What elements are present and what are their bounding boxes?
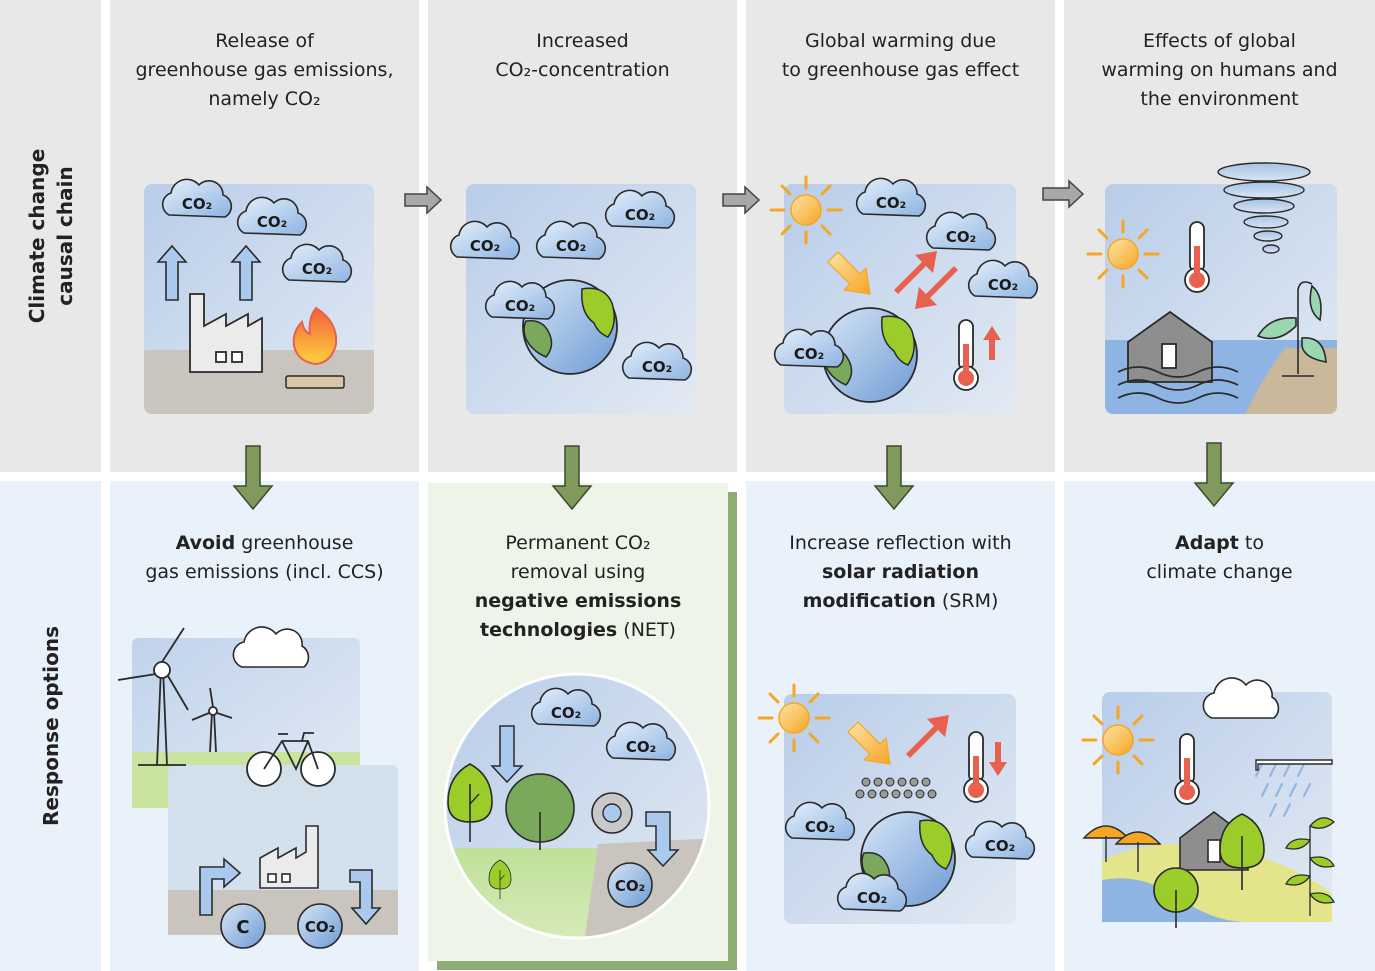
tornado-icon	[1217, 162, 1311, 254]
step-title: Increased CO₂-concentration	[495, 30, 670, 81]
recirculate-arrow-icon	[199, 857, 382, 926]
carbon-capture-icon	[220, 903, 343, 949]
reflected-heat-arrow-icon	[894, 251, 958, 309]
warming-illustration	[769, 175, 1039, 414]
rain-icon	[1255, 763, 1311, 817]
co2-label: CO₂	[305, 918, 335, 936]
net-illustration	[443, 672, 711, 940]
sunlight-arrow-icon	[827, 251, 871, 295]
co2-label: CO₂	[302, 260, 332, 278]
adapt-illustration	[1081, 677, 1336, 928]
avoid-illustration	[117, 626, 398, 949]
rising-temperature-arrow-icon	[983, 326, 1001, 360]
fire-icon	[285, 306, 345, 389]
particles-icon	[855, 777, 937, 799]
co2-label: CO₂	[642, 358, 672, 376]
wilted-plant-icon	[1256, 281, 1327, 377]
falling-temperature-arrow-icon	[989, 742, 1007, 776]
storage-arrow-icon	[645, 811, 680, 868]
response-options-label-cell: Response options	[0, 481, 101, 971]
co2-label: CO₂	[556, 237, 586, 255]
factory-icon	[189, 293, 263, 373]
release-illustration	[144, 178, 374, 414]
plant-icon	[1285, 817, 1336, 916]
co2-label: CO₂	[615, 877, 645, 895]
up-arrow-icon	[156, 244, 262, 301]
co2-label: CO₂	[794, 345, 824, 363]
co2-label: CO₂	[470, 237, 500, 255]
response-title: Permanent CO₂ removal using negative emi…	[474, 532, 682, 641]
factory-icon	[259, 825, 319, 889]
step-title: Effects of global warming on humans and …	[1101, 30, 1338, 110]
srm-illustration	[757, 683, 1036, 924]
flood-waves-icon	[1117, 366, 1239, 404]
tree-icon	[1219, 813, 1265, 890]
stored-co2-icon	[607, 862, 653, 908]
reflected-arrow-icon	[906, 715, 949, 758]
step-title: Global warming due to greenhouse gas eff…	[781, 30, 1020, 81]
sun-icon	[1081, 705, 1155, 775]
co2-label: CO₂	[857, 889, 887, 907]
sun-icon	[769, 175, 843, 245]
co2-label: CO₂	[805, 818, 835, 836]
wind-turbine-icon	[117, 627, 233, 766]
sunlight-arrow-icon	[847, 721, 891, 765]
co2-label: CO₂	[505, 297, 535, 315]
down-arrow-icon	[490, 725, 524, 784]
tree-icon	[505, 773, 575, 850]
filter-icon	[591, 792, 633, 834]
co2-label: CO₂	[988, 276, 1018, 294]
co2-label: CO₂	[257, 213, 287, 231]
co2-label: CO₂	[626, 738, 656, 756]
cloud-icon	[1202, 677, 1280, 719]
sprinkler-icon	[1255, 759, 1333, 771]
co2-label: CO₂	[876, 194, 906, 212]
tree-icon	[1153, 867, 1199, 928]
sun-icon	[757, 683, 831, 753]
sun-icon	[1086, 219, 1160, 289]
concentration-illustration	[449, 184, 696, 414]
response-title: Increase reflection with solar radiation…	[789, 532, 1012, 612]
response-title: Adapt to climate change	[1146, 532, 1293, 583]
effects-illustration	[1086, 162, 1337, 414]
step-title: Release of greenhouse gas emissions, nam…	[135, 30, 394, 110]
causal-chain-label-cell: Climate change causal chain	[0, 0, 101, 472]
house-icon	[1127, 310, 1213, 383]
co2-label: CO₂	[182, 195, 212, 213]
carbon-label: C	[236, 917, 249, 938]
co2-label: CO₂	[625, 206, 655, 224]
sunshade-icon	[1082, 825, 1162, 872]
response-title: Avoid greenhouse gas emissions (incl. CC…	[145, 532, 384, 583]
chain-arrow-icon	[404, 179, 1085, 215]
cloud-icon	[232, 626, 310, 668]
co2-label: CO₂	[551, 704, 581, 722]
response-arrow-icon	[232, 442, 1235, 511]
co2-label: CO₂	[985, 837, 1015, 855]
bicycle-icon	[246, 732, 336, 787]
co2-label: CO₂	[946, 228, 976, 246]
